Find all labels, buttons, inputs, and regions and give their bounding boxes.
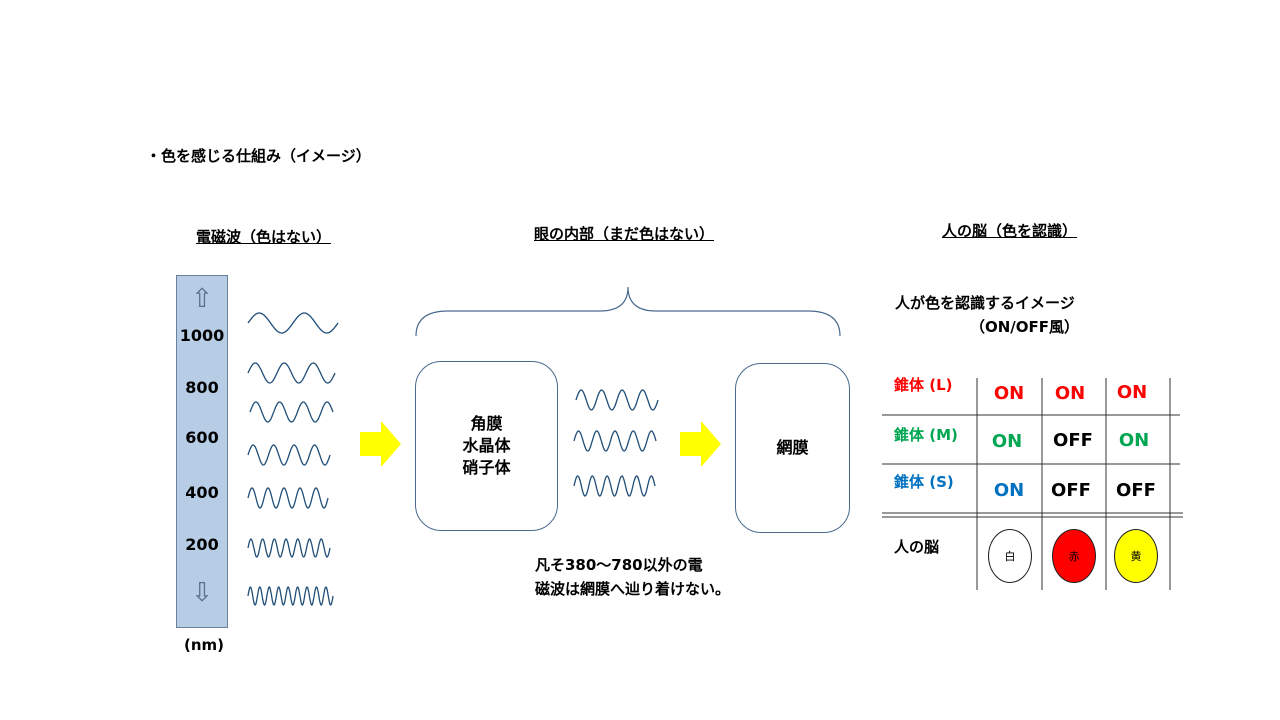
row-label-cone-l: 錐体 (L) bbox=[894, 376, 953, 394]
page-title: ・色を感じる仕組み（イメージ） bbox=[146, 147, 371, 165]
em-wave-4 bbox=[247, 444, 331, 466]
brain-color-yellow-label: 黄 bbox=[1130, 550, 1142, 563]
cell-l-white: ON bbox=[993, 383, 1025, 404]
note-line-2: 磁波は網膜へ辿り着けない。 bbox=[535, 580, 731, 598]
row-label-cone-s: 錐体 (S) bbox=[894, 473, 954, 491]
eye-interior-brace bbox=[415, 286, 841, 337]
flow-arrow-1 bbox=[360, 421, 401, 467]
cell-s-white: ON bbox=[993, 480, 1025, 501]
brain-color-yellow: 黄 bbox=[1114, 529, 1158, 583]
scale-label-600: 600 bbox=[185, 428, 219, 447]
em-wave-7 bbox=[247, 586, 334, 606]
brain-color-white: 白 bbox=[988, 529, 1032, 583]
scale-label-200: 200 bbox=[185, 535, 219, 554]
eye-waves bbox=[573, 389, 659, 497]
wavelength-note: 凡そ380～780以外の電 磁波は網膜へ辿り着けない。 bbox=[535, 553, 730, 601]
scale-label-400: 400 bbox=[185, 483, 219, 502]
em-wave-3 bbox=[249, 401, 334, 423]
row-label-brain: 人の脳 bbox=[894, 538, 940, 556]
cornea-lens-vitreous-box: 角膜 水晶体 硝子体 bbox=[415, 361, 558, 531]
vitreous-label: 硝子体 bbox=[462, 458, 511, 477]
lens-label: 水晶体 bbox=[462, 436, 511, 455]
flow-arrow-2 bbox=[680, 421, 721, 467]
cell-m-red: OFF bbox=[1053, 430, 1093, 451]
section-header-eye-interior: 眼の内部（まだ色はない） bbox=[534, 225, 715, 243]
wavelength-scale-bar bbox=[176, 275, 228, 628]
em-wave-1 bbox=[247, 312, 339, 334]
brain-color-red: 赤 bbox=[1052, 529, 1096, 583]
section-header-em-wave: 電磁波（色はない） bbox=[196, 228, 332, 246]
cell-s-red: OFF bbox=[1051, 480, 1091, 501]
retina-box: 網膜 bbox=[735, 363, 850, 533]
brain-color-white-label: 白 bbox=[1004, 550, 1016, 563]
cornea-label: 角膜 bbox=[470, 414, 503, 433]
recognition-table-grid bbox=[882, 378, 1183, 590]
row-label-cone-m: 錐体 (M) bbox=[894, 426, 958, 444]
scale-unit-label: (nm) bbox=[184, 636, 225, 654]
eye-wave-1 bbox=[575, 389, 659, 411]
cell-l-red: ON bbox=[1054, 383, 1086, 404]
eye-wave-2 bbox=[573, 430, 657, 452]
eye-wave-3 bbox=[573, 475, 656, 497]
retina-label: 網膜 bbox=[776, 438, 809, 457]
recognition-subtitle-1: 人が色を認識するイメージ bbox=[895, 294, 1075, 312]
section-header-brain: 人の脳（色を認識） bbox=[942, 222, 1078, 240]
up-arrow-icon: ⇧ bbox=[191, 284, 213, 314]
brain-color-red-label: 赤 bbox=[1068, 550, 1080, 563]
cell-s-yellow: OFF bbox=[1116, 480, 1156, 501]
cell-m-yellow: ON bbox=[1118, 430, 1150, 451]
em-wave-5 bbox=[247, 487, 329, 509]
em-waves bbox=[247, 312, 339, 606]
scale-label-800: 800 bbox=[185, 378, 219, 397]
recognition-subtitle-2: （ON/OFF風） bbox=[970, 318, 1080, 336]
em-wave-2 bbox=[247, 362, 336, 384]
scale-label-1000: 1000 bbox=[179, 326, 225, 345]
down-arrow-icon: ⇩ bbox=[191, 578, 213, 608]
em-wave-6 bbox=[247, 538, 331, 558]
note-line-1: 凡そ380～780以外の電 bbox=[535, 556, 703, 574]
cell-l-yellow: ON bbox=[1116, 382, 1148, 403]
cell-m-white: ON bbox=[991, 431, 1023, 452]
